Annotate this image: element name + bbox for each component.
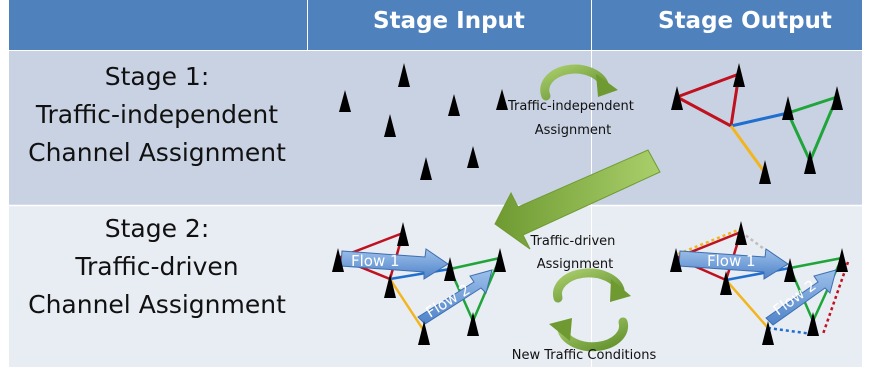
stage1-label-line2: Traffic-independent <box>35 100 279 129</box>
stage2-cycle-arrow <box>549 268 631 352</box>
row2-background <box>9 206 862 367</box>
node <box>384 114 396 137</box>
node <box>448 94 460 116</box>
header-output <box>592 0 862 50</box>
stage2-output-nodes <box>670 221 848 345</box>
stage2-label: Stage 2: Traffic-driven Channel Assignme… <box>12 210 302 324</box>
flow1-output-arrow <box>678 248 789 280</box>
header-left <box>9 0 307 50</box>
stage1-transition-text: Traffic-independent Assignment <box>507 99 638 138</box>
stage2-label-line3: Channel Assignment <box>28 290 286 319</box>
stage2-input-nodes <box>332 222 506 345</box>
node <box>420 157 432 180</box>
stage-transition-arrow <box>494 149 661 250</box>
stage2-transition-text: Traffic-driven Assignment <box>529 234 619 272</box>
node <box>398 63 410 87</box>
row1-background <box>9 51 862 205</box>
node <box>496 89 508 110</box>
stage1-output-graph <box>671 63 843 184</box>
stage1-label-line1: Stage 1: <box>104 62 210 91</box>
header-input <box>308 0 591 50</box>
flow2-label: Flow 2 <box>423 280 474 321</box>
stage1-label-line3: Channel Assignment <box>28 138 286 167</box>
flow1-arrow <box>340 248 449 280</box>
flow1-output-label: Flow 1 <box>707 252 756 270</box>
flow1-label: Flow 1 <box>351 252 400 270</box>
node <box>467 146 479 168</box>
stage1-label: Stage 1: Traffic-independent Channel Ass… <box>12 58 302 172</box>
stage-output-header: Stage Output <box>658 8 832 34</box>
stage2-label-line1: Stage 2: <box>104 214 210 243</box>
flow2-output-arrow <box>765 269 837 326</box>
stage1-cycle-arrow <box>540 64 618 101</box>
flow2-arrow <box>417 269 493 325</box>
stage-input-header: Stage Input <box>373 8 525 34</box>
stage1-input-nodes <box>339 63 508 180</box>
feedback-label: New Traffic Conditions <box>512 348 657 363</box>
node <box>339 90 351 112</box>
stage2-label-line2: Traffic-driven <box>75 252 239 281</box>
